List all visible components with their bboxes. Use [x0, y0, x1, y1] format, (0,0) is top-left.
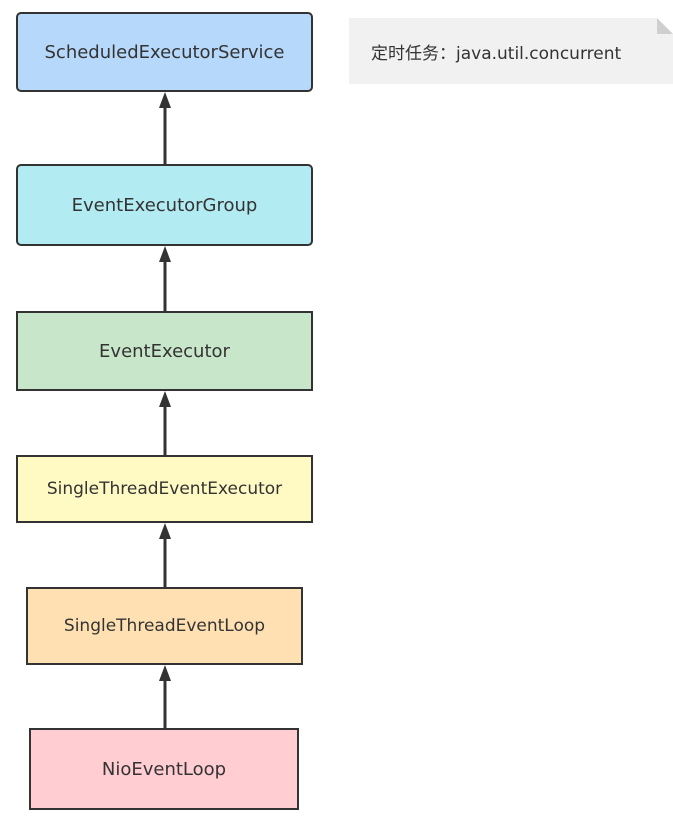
- note-scheduled-tasks[interactable]: 定时任务：java.util.concurrent: [349, 18, 673, 84]
- note-text: 定时任务：java.util.concurrent: [371, 43, 622, 64]
- arrow-head-n2-n1: [159, 246, 171, 262]
- node-nio-event-loop[interactable]: NioEventLoop: [29, 728, 299, 810]
- node-event-executor[interactable]: EventExecutor: [16, 311, 313, 391]
- arrow-head-n4-n3: [159, 523, 171, 539]
- node-single-thread-event-loop[interactable]: SingleThreadEventLoop: [26, 587, 303, 665]
- node-event-executor-group[interactable]: EventExecutorGroup: [16, 164, 313, 246]
- arrow-head-n5-n4: [159, 665, 171, 681]
- node-scheduled-executor-service[interactable]: ScheduledExecutorService: [16, 12, 313, 92]
- node-single-thread-event-executor[interactable]: SingleThreadEventExecutor: [16, 455, 313, 523]
- arrow-head-n3-n2: [159, 391, 171, 407]
- arrow-head-n1-n0: [159, 92, 171, 108]
- inheritance-arrows: [159, 92, 171, 728]
